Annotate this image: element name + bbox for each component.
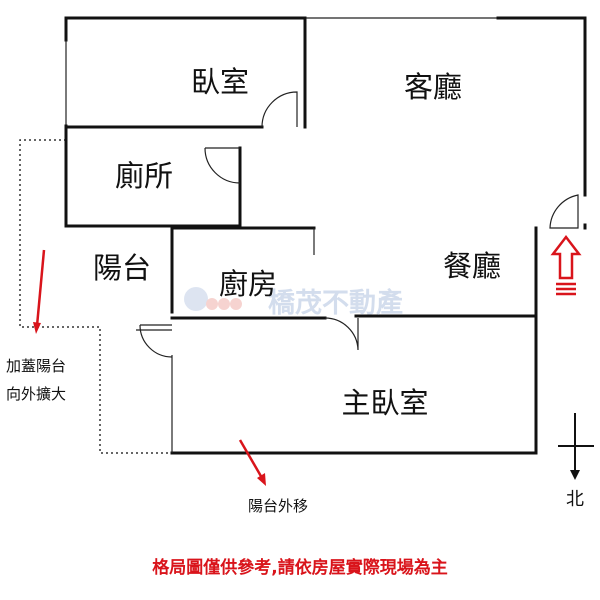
outer-walls <box>64 16 587 455</box>
note-balcony-moved-out: 陽台外移 <box>248 497 308 515</box>
door-master-bedroom <box>139 324 173 358</box>
north-label: 北 <box>566 489 584 510</box>
room-label-living-room: 客廳 <box>404 70 462 104</box>
door-toilet <box>204 147 241 184</box>
note-balcony-extended-line1: 加蓋陽台 <box>6 357 66 375</box>
arrow-balcony-extended-icon <box>33 249 46 334</box>
arrow-balcony-moved-icon <box>238 439 266 486</box>
disclaimer-text: 格局圖僅供參考,請依房屋實際現場為主 <box>152 557 447 578</box>
north-compass-icon <box>558 413 594 480</box>
room-label-bedroom: 臥室 <box>191 65 249 99</box>
watermark-text: 橋茂不動產 <box>268 287 403 319</box>
room-label-master-bedroom: 主臥室 <box>341 386 428 420</box>
door-kitchen <box>324 317 359 351</box>
door-entrance <box>549 194 579 229</box>
interior-walls <box>64 125 538 453</box>
room-label-balcony: 陽台 <box>93 251 151 285</box>
room-label-dining-room: 餐廳 <box>443 249 501 283</box>
room-label-toilet: 廁所 <box>115 159 173 193</box>
entrance-arrow-icon <box>550 234 582 296</box>
door-bedroom <box>261 91 298 128</box>
room-label-kitchen: 廚房 <box>219 267 277 301</box>
note-balcony-extended-line2: 向外擴大 <box>6 385 66 403</box>
watermark-logo-icon <box>184 287 242 311</box>
balcony-extension-outline <box>19 139 172 454</box>
